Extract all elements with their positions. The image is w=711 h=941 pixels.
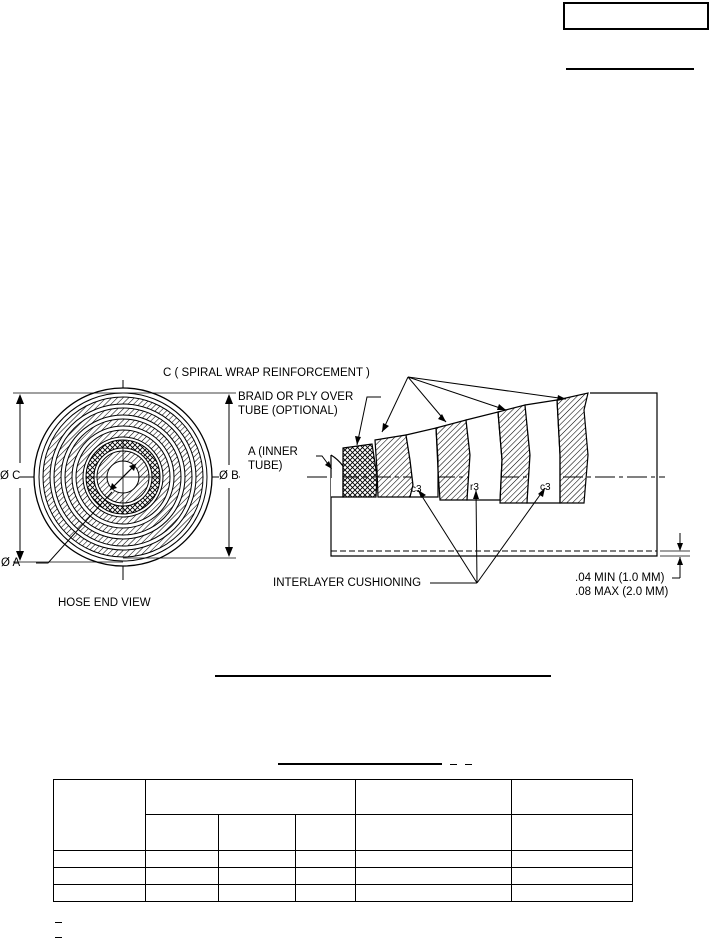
table-cell xyxy=(355,867,513,885)
wall-max-dimension: .08 MAX (2.0 MM) xyxy=(575,586,669,598)
svg-text:c3: c3 xyxy=(540,482,551,493)
table-cell xyxy=(511,867,633,885)
hose-end-view xyxy=(10,380,240,580)
wall-min-dimension: .04 MIN (1.0 MM) xyxy=(575,572,665,584)
table-title-mark-1 xyxy=(450,764,457,765)
table-title-mark-2 xyxy=(465,764,472,765)
inner-tube-label-line1: A (INNER xyxy=(248,446,298,458)
footnote-mark-1 xyxy=(55,922,62,923)
table-row xyxy=(53,850,633,868)
top-right-box xyxy=(563,2,709,30)
table-cell xyxy=(294,884,357,902)
table-cell xyxy=(294,850,357,868)
table-cell xyxy=(53,850,146,868)
hose-dimension-table xyxy=(53,779,633,902)
table-row xyxy=(53,867,633,885)
table-cell xyxy=(144,850,219,868)
table-cell xyxy=(217,884,296,902)
diameter-a-label: Ø A xyxy=(1,557,21,569)
subheader-cell xyxy=(144,814,219,851)
subheader-cell xyxy=(511,814,633,851)
table-cell xyxy=(144,884,219,902)
header-cell-size xyxy=(53,779,146,851)
spiral-wrap-label: C ( SPIRAL WRAP REINFORCEMENT ) xyxy=(163,367,370,379)
table-cell xyxy=(53,867,146,885)
braid-label-line2: TUBE (OPTIONAL) xyxy=(238,405,338,417)
table-cell xyxy=(217,850,296,868)
table-cell xyxy=(294,867,357,885)
diameter-b-label: Ø B xyxy=(219,470,239,483)
diameter-c-label: Ø C xyxy=(0,470,21,483)
table-cell xyxy=(511,850,633,868)
table-cell xyxy=(144,867,219,885)
braid-label-line1: BRAID OR PLY OVER xyxy=(238,391,354,403)
top-right-underline xyxy=(566,68,694,70)
subheader-cell xyxy=(217,814,296,851)
table-row xyxy=(53,884,633,902)
table-cell xyxy=(355,884,513,902)
svg-text:c3: c3 xyxy=(411,484,422,495)
inner-tube-label-line2: TUBE) xyxy=(248,460,283,472)
table-cell xyxy=(53,884,146,902)
interlayer-cushioning-label: INTERLAYER CUSHIONING xyxy=(273,577,422,589)
table-cell xyxy=(217,867,296,885)
hose-end-view-caption: HOSE END VIEW xyxy=(58,597,151,609)
header-cell-6 xyxy=(511,779,633,815)
svg-text:r3: r3 xyxy=(470,482,479,493)
subheader-cell xyxy=(355,814,513,851)
footnote-mark-2 xyxy=(55,937,62,938)
subheader-cell xyxy=(294,814,357,851)
hose-side-view: c3 r3 c3 xyxy=(307,376,690,584)
header-cell-group xyxy=(144,779,357,815)
table-cell xyxy=(511,884,633,902)
header-cell-5 xyxy=(355,779,513,815)
figure-caption-rule xyxy=(215,675,551,677)
table-title-rule xyxy=(278,763,442,765)
table-cell xyxy=(355,850,513,868)
